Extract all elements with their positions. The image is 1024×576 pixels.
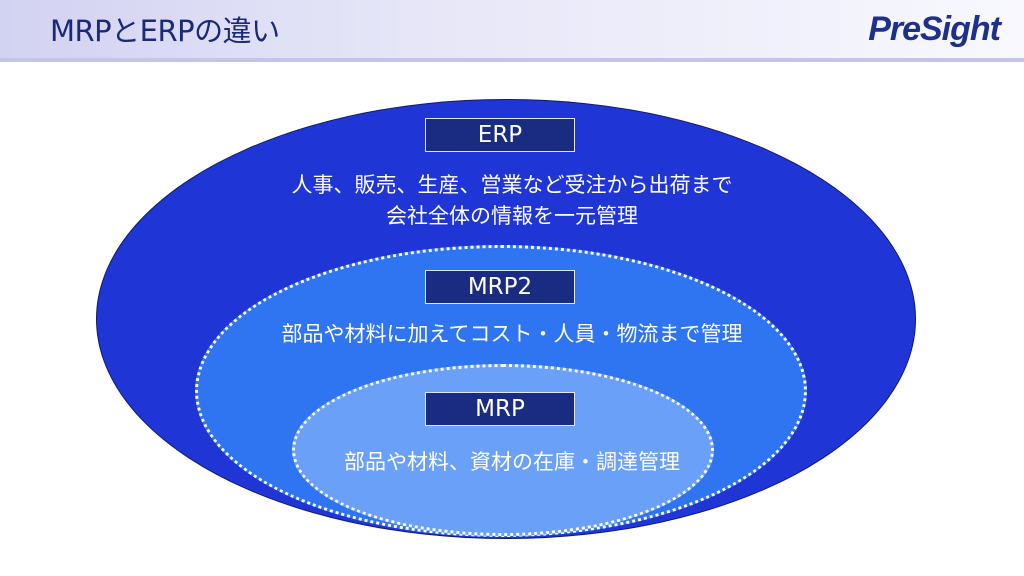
- presight-logo: PreSight: [868, 10, 1001, 48]
- mrp-description: 部品や材料、資材の在庫・調達管理: [344, 450, 680, 474]
- erp-description-line1: 人事、販売、生産、営業など受注から出荷まで: [291, 173, 733, 197]
- mrp-label: MRP: [425, 392, 575, 426]
- erp-description-line2: 会社全体の情報を一元管理: [386, 204, 638, 228]
- erp-label: ERP: [425, 118, 575, 152]
- header-bar: [0, 0, 1024, 58]
- header-divider: [0, 58, 1024, 62]
- page-title: MRPとERPの違い: [50, 14, 280, 48]
- mrp2-label: MRP2: [425, 270, 575, 304]
- mrp2-description: 部品や材料に加えてコスト・人員・物流まで管理: [281, 322, 743, 346]
